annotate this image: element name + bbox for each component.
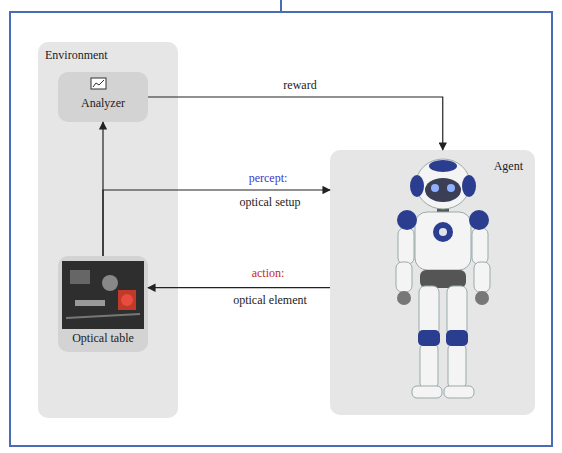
photo-red-element [118, 290, 136, 310]
edge-label: action: [252, 266, 285, 280]
node-label: Optical table [72, 331, 134, 345]
robot-chest [433, 222, 453, 242]
robot-foot [412, 386, 442, 398]
robot-thigh [419, 286, 439, 336]
photo-beam [66, 314, 140, 318]
robot-torso [415, 212, 471, 270]
robot-head [416, 159, 470, 209]
edge-label: reward [283, 78, 316, 92]
robot-knee [418, 330, 440, 346]
robot-knee [446, 330, 468, 346]
photo-ground [62, 261, 144, 329]
robot-figure [396, 159, 490, 398]
node-label: Analyzer [81, 96, 125, 110]
robot-face [425, 178, 461, 202]
frame-tick [280, 0, 282, 12]
robot-pelvis [420, 270, 466, 288]
connector-arrow [148, 287, 330, 288]
robot-cap [429, 160, 457, 172]
photo-mount [70, 270, 90, 284]
photo-rail [75, 300, 105, 306]
robot-shoulder [469, 210, 489, 230]
robot-chest-button [439, 228, 447, 236]
robot-ear [462, 175, 476, 197]
robot-shin [448, 344, 466, 388]
edge-sublabel: optical element [233, 293, 307, 307]
node-label: Environment [45, 48, 108, 62]
connector-arrow [148, 97, 443, 150]
environment-box: EnvironmentAnalyzerOptical table [38, 42, 178, 418]
robot-foot [444, 386, 474, 398]
icon-screen [91, 78, 106, 89]
robot-upper-arm [472, 228, 488, 264]
robot-thigh [447, 286, 467, 336]
edge-label: percept: [249, 171, 288, 185]
robot-upper-arm [398, 228, 414, 264]
robot-shoulder [397, 210, 417, 230]
robot-forearm [474, 262, 490, 292]
node-label: Agent [494, 159, 523, 173]
robot-eye [431, 184, 439, 192]
photo-lens [102, 275, 118, 291]
robot-hand [397, 291, 411, 305]
outer-frame [10, 12, 552, 446]
robot-forearm [396, 262, 412, 292]
robot-ear [410, 175, 424, 197]
optical-table-photo [62, 261, 144, 329]
analyzer-icon [91, 78, 106, 89]
connector-arrow [103, 190, 330, 256]
photo-red-lens [121, 294, 133, 306]
robot-hand [475, 291, 489, 305]
icon-graph [93, 80, 104, 87]
robot-eye [447, 184, 455, 192]
edge-sublabel: optical setup [240, 195, 301, 209]
robot-shin [420, 344, 438, 388]
